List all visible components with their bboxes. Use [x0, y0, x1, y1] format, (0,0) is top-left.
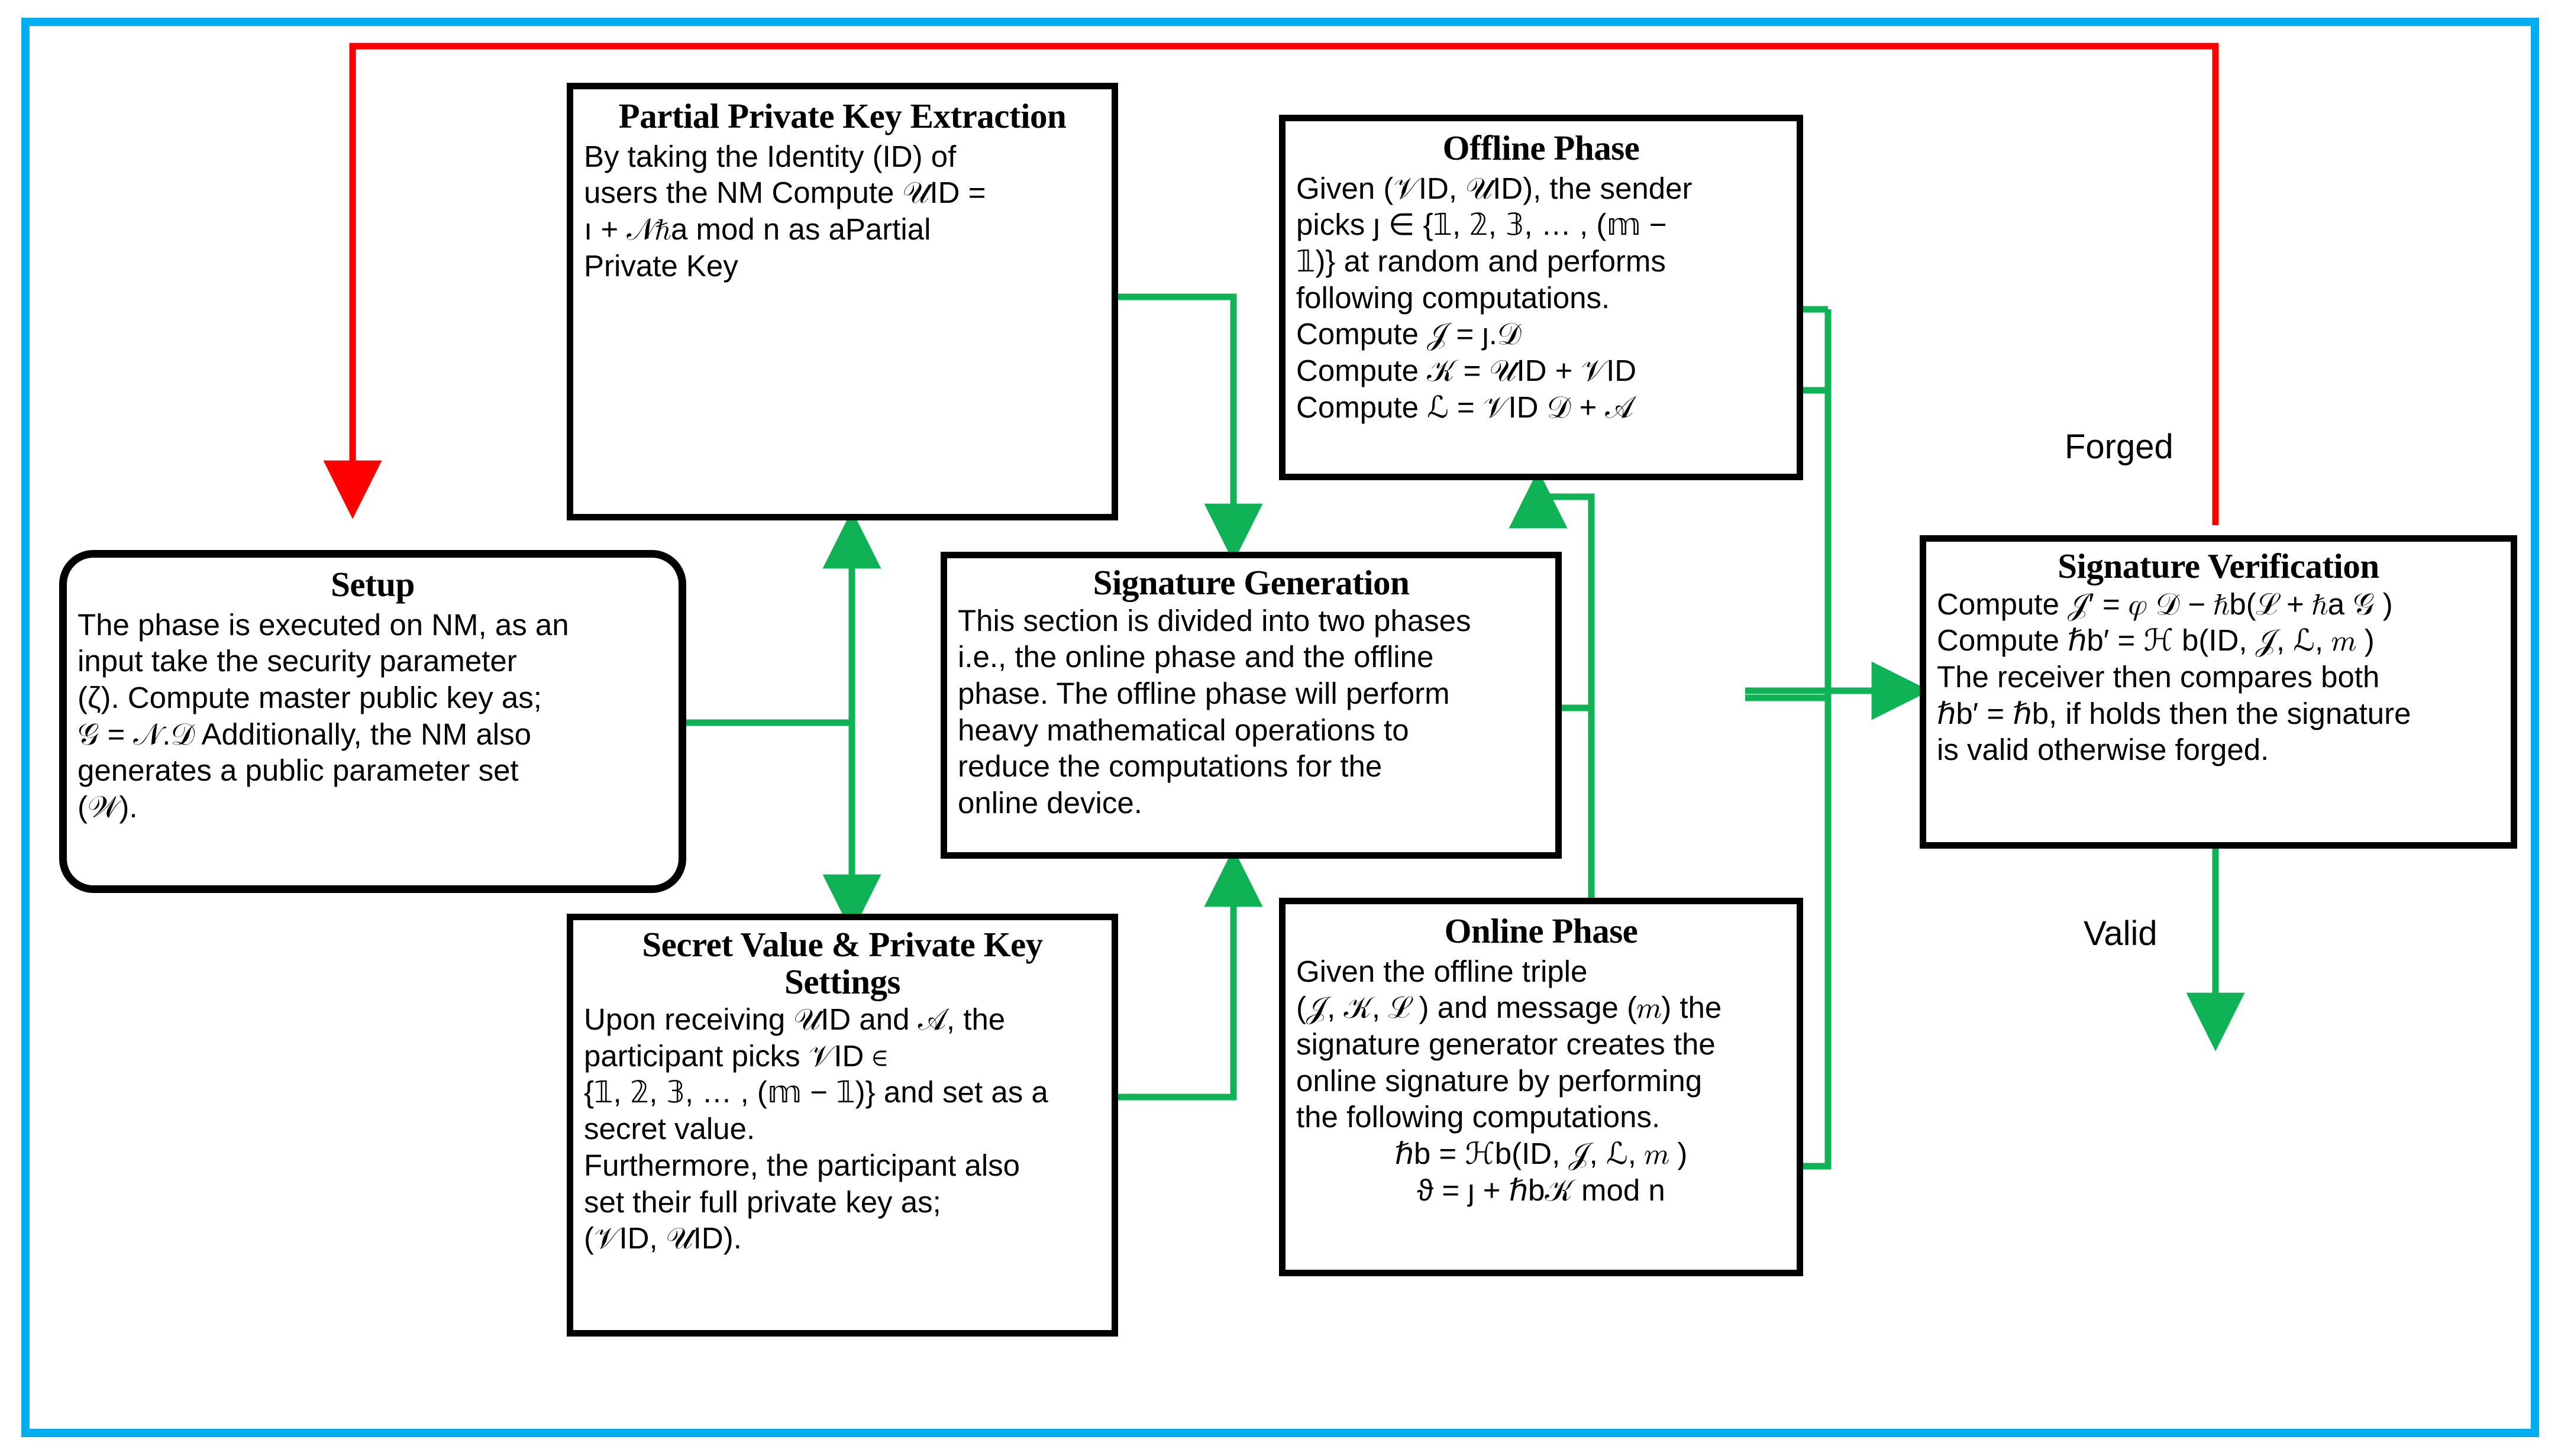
box-secret-value-private-key-settings[interactable]: Secret Value & Private Key Settings Upon…	[567, 914, 1118, 1337]
line: This section is divided into two phases	[958, 603, 1471, 638]
line: signature generator creates the	[1296, 1027, 1716, 1061]
line: users the NM Compute 𝒰ID =	[584, 176, 986, 210]
line: (𝒲).	[77, 790, 138, 824]
box-body-signature-verification: Compute 𝒥′ = 𝜑 𝒟 − ℏb(ℒ + ℏa 𝒢 ) Compute…	[1937, 586, 2500, 769]
box-title-offline-phase: Offline Phase	[1442, 128, 1640, 167]
line: (𝒥, 𝒦, ℒ ) and message (𝑚) the	[1296, 991, 1722, 1025]
line: 𝒢 = 𝒩.𝒟 Additionally, the NM also	[77, 717, 532, 751]
line: heavy mathematical operations to	[958, 713, 1409, 747]
line: Upon receiving 𝒰ID and 𝒜, the	[584, 1002, 1006, 1037]
line: The phase is executed on NM, as an	[77, 607, 569, 642]
box-title-online-phase: Online Phase	[1444, 911, 1638, 950]
line: Compute 𝒥 = ȷ.𝒟	[1296, 317, 1522, 351]
line: Given (𝒱ID, 𝒰ID), the sender	[1296, 171, 1693, 205]
line: ϑ = ȷ + ℏb𝒦 mod n	[1417, 1173, 1665, 1207]
line: {𝟙, 𝟚, 𝟛, … , (𝕞 − 𝟙)} and set as a	[584, 1075, 1048, 1109]
line: Compute 𝒦 = 𝒰ID + 𝒱ID	[1296, 354, 1637, 388]
box-setup[interactable]: Setup The phase is executed on NM, as an…	[59, 550, 686, 893]
line: picks ȷ ∈ {𝟙, 𝟚, 𝟛, … , (𝕞 −	[1296, 208, 1667, 242]
line: (𝒱ID, 𝒰ID).	[584, 1221, 742, 1256]
line: Given the offline triple	[1296, 954, 1588, 988]
outer-frame-border	[21, 18, 2539, 1437]
box-title-signature-generation: Signature Generation	[1093, 563, 1410, 602]
line: online device.	[958, 786, 1142, 820]
box-body-online-phase: Given the offline triple (𝒥, 𝒦, ℒ ) and …	[1296, 953, 1786, 1209]
edge-label-valid: Valid	[2084, 914, 2157, 953]
box-title-secret-value: Secret Value & Private Key Settings	[642, 925, 1043, 1001]
line: By taking the Identity (ID) of	[584, 139, 957, 173]
line: i.e., the online phase and the offline	[958, 640, 1434, 674]
line: participant picks 𝒱ID ∈	[584, 1038, 888, 1073]
line: is valid otherwise forged.	[1937, 733, 2269, 767]
box-body-partial-private-key: By taking the Identity (ID) of users the…	[584, 138, 1101, 284]
line: (ζ). Compute master public key as;	[77, 680, 542, 714]
line: Compute 𝒥′ = 𝜑 𝒟 − ℏb(ℒ + ℏa 𝒢 )	[1937, 587, 2393, 621]
line: phase. The offline phase will perform	[958, 676, 1450, 710]
line: Compute ℏb′ = ℋ b(ID, 𝒥, ℒ, 𝑚 )	[1937, 623, 2375, 658]
line: The receiver then compares both	[1937, 659, 2380, 694]
box-title-signature-verification: Signature Verification	[2058, 546, 2379, 585]
line: following computations.	[1296, 280, 1610, 315]
box-title-partial-private-key: Partial Private Key Extraction	[618, 96, 1067, 135]
line: ℏb′ = ℏb, if holds then the signature	[1937, 696, 2411, 730]
box-body-secret-value: Upon receiving 𝒰ID and 𝒜, the participan…	[584, 1001, 1101, 1257]
line: Private Key	[584, 248, 738, 283]
line: online signature by performing	[1296, 1063, 1703, 1098]
box-signature-generation[interactable]: Signature Generation This section is div…	[941, 552, 1562, 859]
line: set their full private key as;	[584, 1185, 941, 1219]
line: the following computations.	[1296, 1100, 1661, 1134]
line: secret value.	[584, 1112, 755, 1146]
box-body-signature-generation: This section is divided into two phases …	[958, 603, 1545, 821]
box-body-setup: The phase is executed on NM, as an input…	[77, 607, 668, 826]
line: Furthermore, the participant also	[584, 1148, 1020, 1182]
box-offline-phase[interactable]: Offline Phase Given (𝒱ID, 𝒰ID), the send…	[1279, 115, 1803, 480]
line: 𝟙)} at random and performs	[1296, 244, 1666, 278]
box-signature-verification[interactable]: Signature Verification Compute 𝒥′ = 𝜑 𝒟 …	[1920, 535, 2517, 849]
box-body-offline-phase: Given (𝒱ID, 𝒰ID), the sender picks ȷ ∈ {…	[1296, 170, 1786, 426]
line: reduce the computations for the	[958, 749, 1383, 784]
line: generates a public parameter set	[77, 753, 519, 788]
edge-label-forged: Forged	[2065, 428, 2173, 466]
line: Compute ℒ = 𝒱ID 𝒟 + 𝒜	[1296, 390, 1634, 424]
line: ı + 𝒩ℏa mod n as aPartial	[584, 212, 931, 246]
line: ℏb = ℋb(ID, 𝒥, ℒ, 𝑚 )	[1394, 1137, 1688, 1171]
box-title-setup: Setup	[331, 565, 415, 604]
box-partial-private-key-extraction[interactable]: Partial Private Key Extraction By taking…	[567, 83, 1118, 520]
line: input take the security parameter	[77, 644, 517, 678]
box-online-phase[interactable]: Online Phase Given the offline triple (𝒥…	[1279, 898, 1803, 1276]
